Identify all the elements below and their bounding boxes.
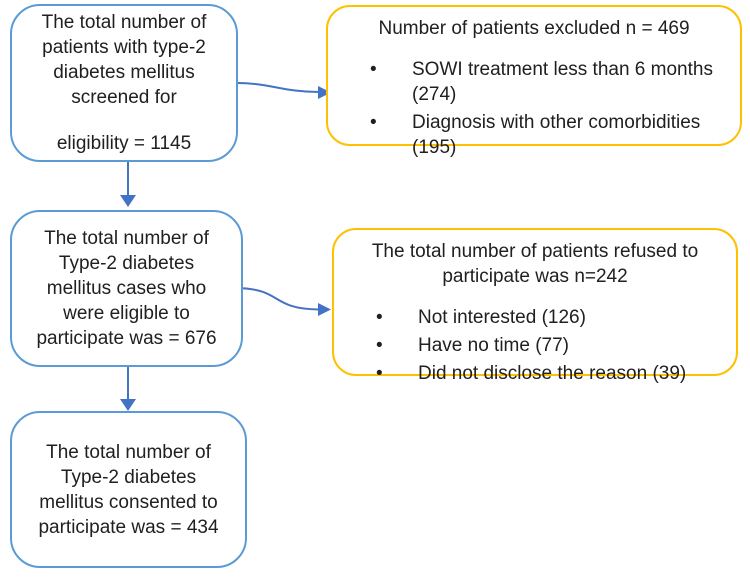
text-line: were eligible to <box>63 303 190 324</box>
bullet-text: Did not disclose the reason (39) <box>418 363 687 384</box>
node-eligible: The total number of Type-2 diabetes mell… <box>10 210 243 367</box>
box-title: Number of patients excluded n = 469 <box>378 18 690 39</box>
bullet-icon: • <box>370 59 377 80</box>
list-item: • Have no time (77) <box>348 333 722 358</box>
arrowhead-down-icon <box>120 195 136 207</box>
text-line: mellitus cases who <box>46 278 207 299</box>
bullet-text: Diagnosis with other comorbidities <box>412 112 701 133</box>
box-title: The total number of patients refused to … <box>348 239 722 289</box>
bullet-icon: • <box>376 363 383 384</box>
text-line: mellitus consented to <box>39 491 218 513</box>
list-item: • Not interested (126) <box>348 305 722 330</box>
list-item: • Diagnosis with other comorbidities (19… <box>342 110 726 160</box>
text-line: patients with type-2 <box>42 37 206 58</box>
text-line: Type-2 diabetes <box>60 466 197 488</box>
node-excluded: Number of patients excluded n = 469 • SO… <box>326 5 742 158</box>
title-line: participate was n=242 <box>442 266 628 287</box>
text-line: participate was = 434 <box>38 516 219 538</box>
list-item: • SOWI treatment less than 6 months (274… <box>342 57 726 107</box>
title-line: The total number of patients refused to <box>371 241 699 262</box>
node-screened: The total number of patients with type-2… <box>10 4 238 162</box>
bullet-text: SOWI treatment less than 6 months <box>412 59 713 80</box>
text-line: participate was = 676 <box>36 328 217 349</box>
text-line: The total number of <box>44 228 209 249</box>
bullet-icon: • <box>376 335 383 356</box>
bullet-count: (195) <box>412 137 457 158</box>
value-line: eligibility = 1145 <box>56 133 192 154</box>
arrow-screened-to-excluded-line <box>236 82 320 93</box>
text-line: The total number of <box>41 12 207 33</box>
bullet-icon: • <box>376 307 383 328</box>
arrowhead-down-icon <box>120 399 136 411</box>
node-refused: The total number of patients refused to … <box>332 228 738 384</box>
bullet-list: • SOWI treatment less than 6 months (274… <box>342 57 726 160</box>
text-line: diabetes mellitus <box>53 62 195 83</box>
bullet-list: • Not interested (126) • Have no time (7… <box>348 305 722 386</box>
node-consented: The total number of Type-2 diabetes mell… <box>10 411 247 568</box>
arrow-eligible-to-refused-line <box>236 287 320 311</box>
arrowhead-right-icon <box>318 303 331 316</box>
text-line: Type-2 diabetes <box>58 253 195 274</box>
text-line: The total number of <box>46 441 211 463</box>
bullet-icon: • <box>370 112 377 133</box>
bullet-count: (274) <box>412 84 457 105</box>
text-line: screened for <box>71 87 177 108</box>
list-item: • Did not disclose the reason (39) <box>348 361 722 386</box>
bullet-text: Not interested (126) <box>418 307 586 328</box>
bullet-text: Have no time (77) <box>418 335 570 356</box>
